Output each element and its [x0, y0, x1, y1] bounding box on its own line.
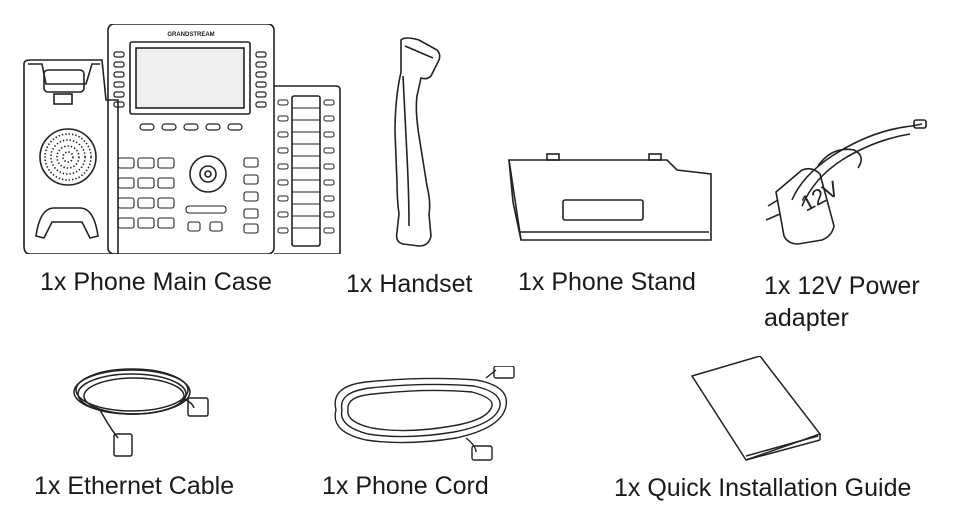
phone-stand-icon [507, 152, 717, 242]
power-adapter-icon: 12V [762, 116, 932, 246]
ethernet-cable-icon [70, 358, 220, 464]
item-label-handset: 1x Handset [346, 270, 473, 298]
item-label-phone-main-case: 1x Phone Main Case [40, 268, 273, 296]
item-label-power-adapter: 1x 12V Power [764, 272, 920, 300]
item-label-phone-cord: 1x Phone Cord [322, 472, 489, 500]
item-label-phone-stand: 1x Phone Stand [518, 268, 696, 296]
phone-cord-icon [326, 366, 526, 470]
phone-brand-text: GRANDSTREAM [167, 32, 214, 38]
item-label-quick-installation-guide: 1x Quick Installation Guide [614, 474, 912, 502]
handset-icon [383, 36, 443, 248]
item-label-ethernet-cable: 1x Ethernet Cable [34, 472, 235, 500]
phone-main-case-icon: GRANDSTREAM [22, 24, 342, 254]
item-label-power-adapter-line2: adapter [764, 304, 849, 332]
quick-installation-guide-icon [690, 356, 830, 462]
